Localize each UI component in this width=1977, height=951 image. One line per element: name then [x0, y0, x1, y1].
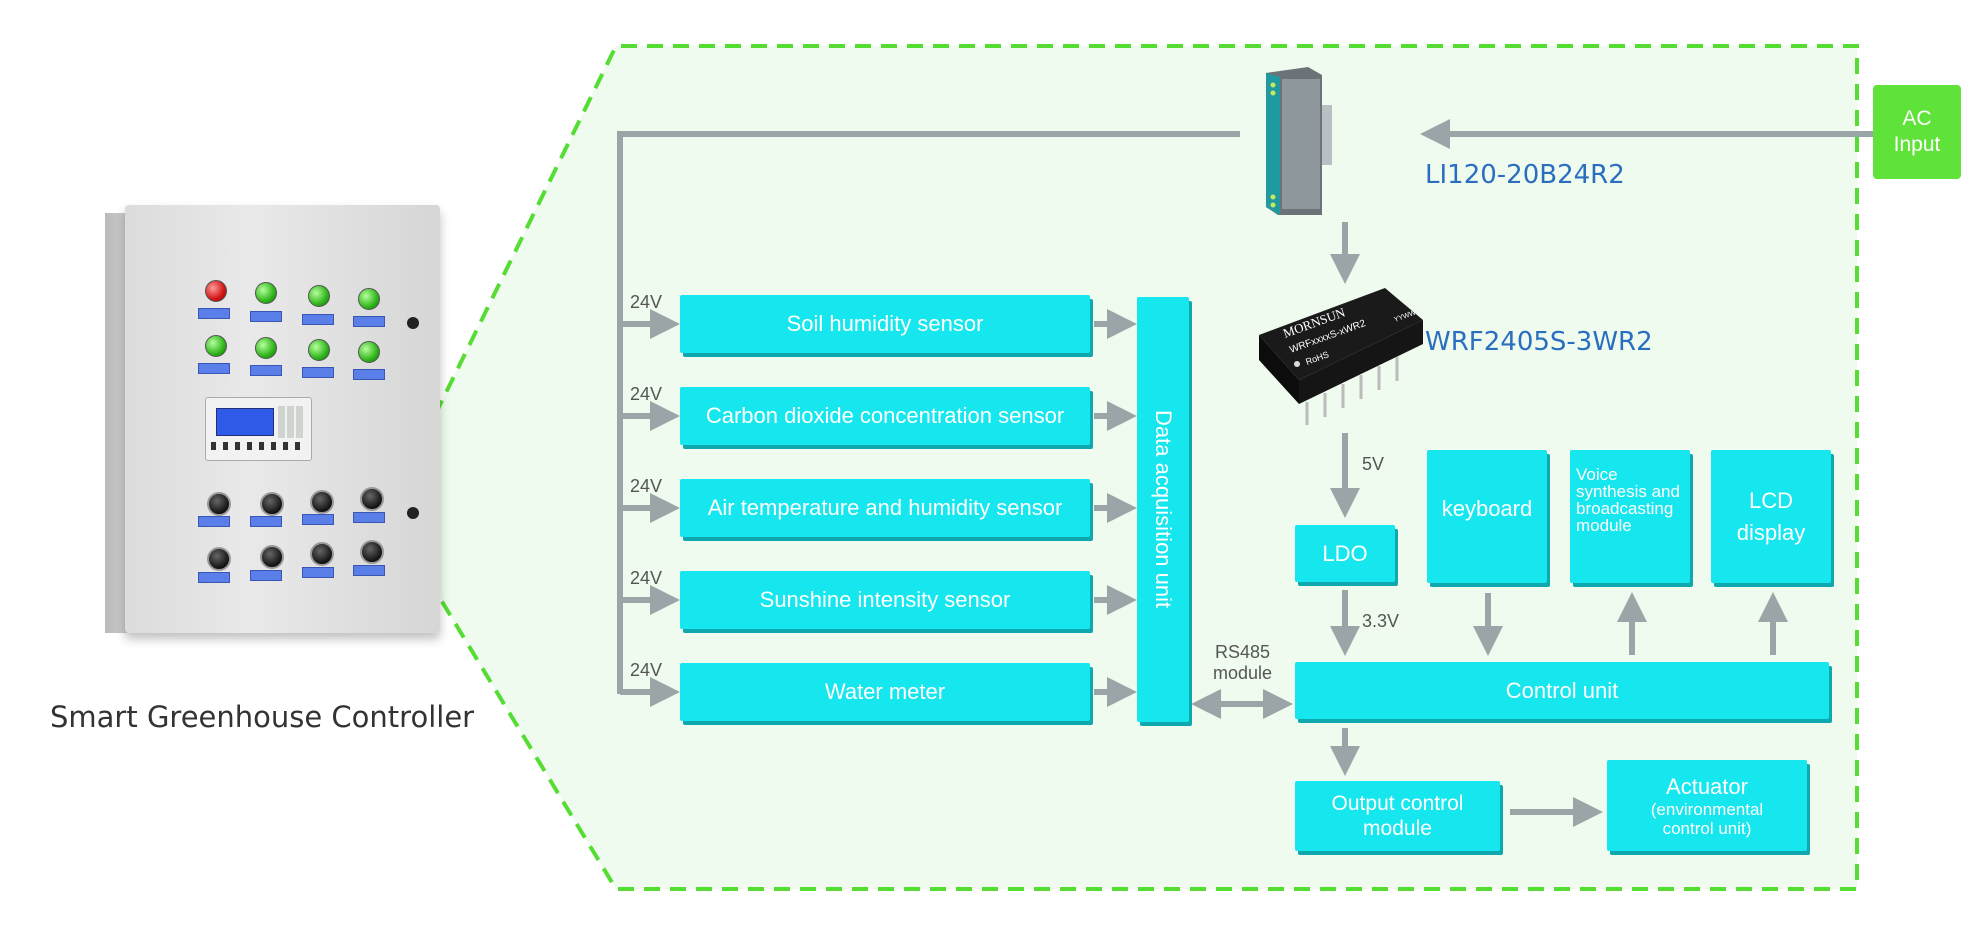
- controller-cabinet-image: [95, 205, 440, 635]
- door-latch: [407, 317, 419, 329]
- label-plate: [198, 572, 230, 583]
- selector-knob: [360, 540, 384, 564]
- label-plate: [302, 367, 334, 378]
- indicator-lamp-red: [205, 280, 227, 302]
- psu-part-number: LI120-20B24R2: [1425, 160, 1625, 190]
- ac-input-line2: Input: [1893, 133, 1941, 156]
- indicator-lamp: [308, 285, 330, 307]
- label-plate: [302, 567, 334, 578]
- door-latch: [407, 507, 419, 519]
- indicator-lamp: [255, 282, 277, 304]
- actuator-title: Actuator: [1666, 773, 1748, 799]
- label-plate: [198, 516, 230, 527]
- sensor-co2-concentration: Carbon dioxide concentration sensor: [680, 387, 1090, 445]
- dcdc-part-number: WRF2405S-3WR2: [1425, 327, 1653, 357]
- selector-knob: [310, 542, 334, 566]
- selector-knob: [207, 547, 231, 571]
- label-plate: [353, 316, 385, 327]
- label-plate: [302, 314, 334, 325]
- indicator-lamp: [308, 339, 330, 361]
- hmi-panel: [205, 397, 312, 461]
- hmi-keypad: [278, 406, 304, 438]
- sensor-water-meter: Water meter: [680, 663, 1090, 721]
- selector-knob: [260, 545, 284, 569]
- controller-caption: Smart Greenhouse Controller: [50, 700, 475, 734]
- hmi-screen: [216, 408, 274, 436]
- selector-knob: [260, 492, 284, 516]
- voltage-label-24v: 24V: [630, 660, 663, 680]
- ac-input-line1: AC: [1902, 107, 1932, 130]
- voice-module-block: Voice synthesis and broadcasting module: [1570, 450, 1690, 583]
- label-plate: [302, 514, 334, 525]
- sensor-air-temp-humidity: Air temperature and humidity sensor: [680, 479, 1090, 537]
- lcd-display-block: LCD display: [1711, 450, 1831, 583]
- data-acquisition-label: Data acquisition unit: [1151, 410, 1176, 609]
- voltage-label-24v: 24V: [630, 568, 663, 588]
- label-plate: [198, 363, 230, 374]
- label-plate: [198, 308, 230, 319]
- selector-knob: [207, 492, 231, 516]
- din-rail-psu-image: [1266, 67, 1332, 215]
- indicator-lamp: [205, 335, 227, 357]
- voltage-label-3v3: 3.3V: [1362, 611, 1400, 631]
- label-plate: [250, 311, 282, 322]
- dcdc-module-image: MORNSUN WRFxxxxS-xWR2 RoHS YYWW: [1259, 288, 1423, 425]
- sensor-sunshine-intensity: Sunshine intensity sensor: [680, 571, 1090, 629]
- voltage-label-24v: 24V: [630, 476, 663, 496]
- rs485-line2: module: [1212, 663, 1273, 683]
- control-unit-block: Control unit: [1295, 662, 1829, 719]
- cabinet-door: [125, 205, 440, 633]
- rs485-line1: RS485: [1214, 642, 1271, 662]
- label-plate: [353, 369, 385, 380]
- rs485-label: RS485 module: [1205, 642, 1280, 684]
- indicator-lamp: [358, 288, 380, 310]
- label-plate: [250, 365, 282, 376]
- actuator-subtitle: (environmental control unit): [1650, 799, 1764, 838]
- data-acquisition-unit: Data acquisition unit: [1137, 297, 1189, 722]
- hmi-buttons: [211, 442, 305, 450]
- keyboard-block: keyboard: [1427, 450, 1547, 583]
- voltage-label-24v: 24V: [630, 292, 663, 312]
- indicator-lamp: [358, 341, 380, 363]
- ldo-block: LDO: [1295, 525, 1395, 582]
- ac-input-block: AC Input: [1873, 85, 1961, 179]
- label-plate: [353, 565, 385, 576]
- selector-knob: [310, 490, 334, 514]
- label-plate: [353, 512, 385, 523]
- sensor-soil-humidity: Soil humidity sensor: [680, 295, 1090, 353]
- voltage-label-5v: 5V: [1362, 454, 1385, 474]
- indicator-lamp: [255, 337, 277, 359]
- actuator-block: Actuator (environmental control unit): [1607, 760, 1807, 851]
- label-plate: [250, 570, 282, 581]
- selector-knob: [360, 487, 384, 511]
- voltage-label-24v: 24V: [630, 384, 663, 404]
- output-control-block: Output control module: [1295, 781, 1500, 851]
- label-plate: [250, 516, 282, 527]
